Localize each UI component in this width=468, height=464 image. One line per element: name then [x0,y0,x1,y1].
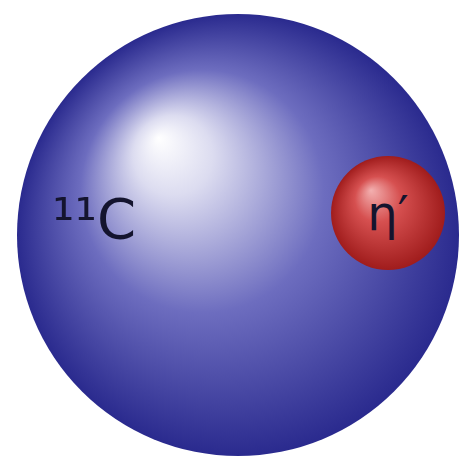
sphere [17,14,459,456]
meson-sphere: η′ [330,155,446,271]
nucleus-sphere: ¹¹C η′ [16,13,460,457]
sphere [331,156,445,270]
particle-label: η′ [367,189,408,237]
particle-label: ¹¹C [52,191,136,247]
